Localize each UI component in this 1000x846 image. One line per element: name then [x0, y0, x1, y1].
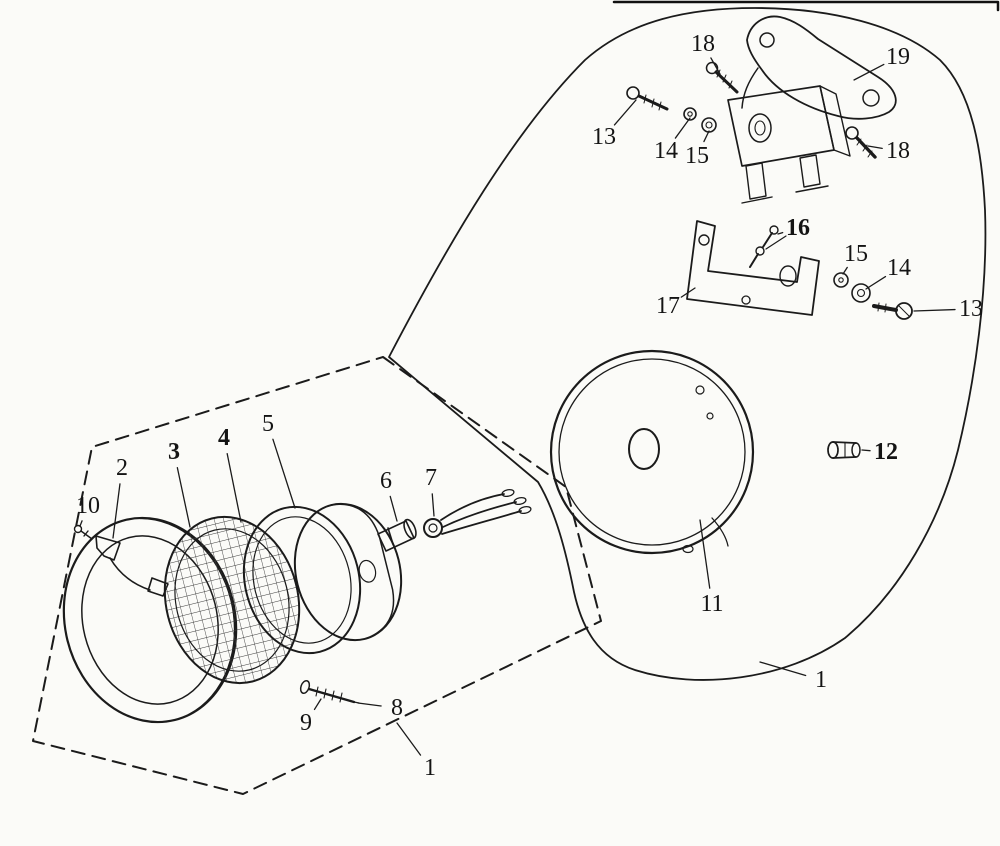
upper-bracket	[741, 15, 897, 120]
washer-15-right	[833, 272, 849, 288]
bolt-18-top	[705, 61, 739, 94]
gasket-ring	[242, 505, 362, 655]
bulb-socket	[377, 518, 417, 552]
screws-16	[749, 225, 787, 268]
washer-15-top	[701, 117, 717, 133]
headlamp-lens	[163, 515, 301, 685]
bolt-13-top	[626, 86, 669, 111]
bolt-13-right	[872, 302, 913, 320]
scan-edge	[612, 0, 1000, 12]
bolt-12	[827, 441, 861, 459]
leader-lines	[79, 57, 956, 756]
socket-ring	[423, 518, 443, 538]
headlamp-bucket	[549, 349, 755, 555]
nut-14-top	[683, 107, 697, 121]
left-assembly-boundary	[32, 356, 602, 795]
right-assembly-boundary	[388, 7, 987, 681]
rim-screw	[299, 679, 360, 704]
lower-bracket	[686, 220, 820, 316]
washer-14-right	[851, 283, 871, 303]
reflector-shell	[293, 502, 403, 642]
clip-screw	[73, 524, 93, 540]
rim-clip	[95, 535, 169, 597]
bolt-18-right	[845, 126, 877, 159]
bracket-body	[727, 85, 851, 204]
wiring-leads	[440, 488, 532, 535]
